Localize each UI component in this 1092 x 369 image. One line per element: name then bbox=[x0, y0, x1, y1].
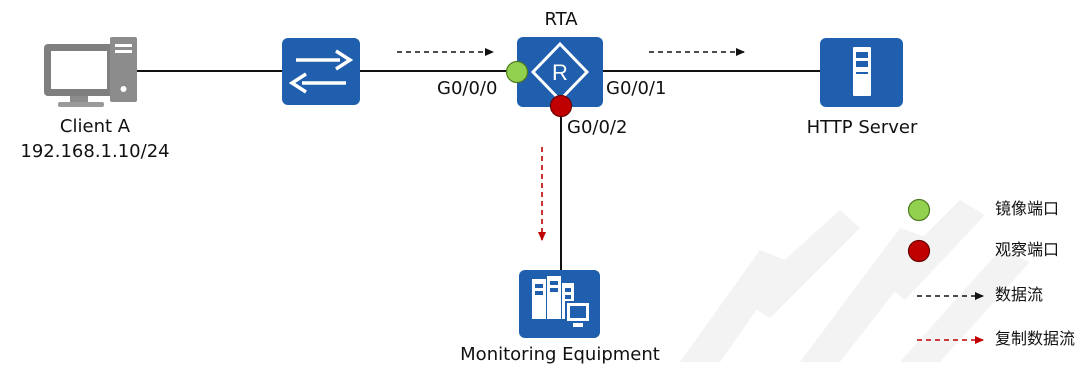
port-g000-label: G0/0/0 bbox=[437, 78, 498, 99]
computer-icon bbox=[44, 37, 137, 107]
observe-port-marker bbox=[549, 94, 573, 118]
port-g001-label: G0/0/1 bbox=[606, 78, 667, 99]
legend-mirror-port-label: 镜像端口 bbox=[995, 199, 1060, 218]
server-name-label: HTTP Server bbox=[806, 117, 918, 138]
server-icon bbox=[820, 38, 903, 107]
legend-observe-port-label: 观察端口 bbox=[995, 240, 1060, 259]
legend-data-flow-label: 数据流 bbox=[995, 285, 1044, 304]
mirror-port-marker bbox=[505, 60, 529, 84]
monitoring-equipment-icon bbox=[519, 270, 600, 338]
router-glyph: R bbox=[552, 60, 568, 85]
router-name-label: RTA bbox=[544, 9, 578, 30]
legend-observe-port-icon bbox=[907, 239, 931, 263]
client-ip-label: 192.168.1.10/24 bbox=[20, 141, 170, 162]
legend-mirror-port-icon bbox=[907, 198, 931, 222]
client-name-label: Client A bbox=[59, 116, 131, 137]
monitor-name-label: Monitoring Equipment bbox=[460, 344, 660, 365]
switch-icon bbox=[282, 38, 360, 105]
watermark bbox=[680, 200, 1030, 362]
legend-copied-flow-label: 复制数据流 bbox=[995, 329, 1076, 348]
port-g002-label: G0/0/2 bbox=[567, 117, 628, 138]
